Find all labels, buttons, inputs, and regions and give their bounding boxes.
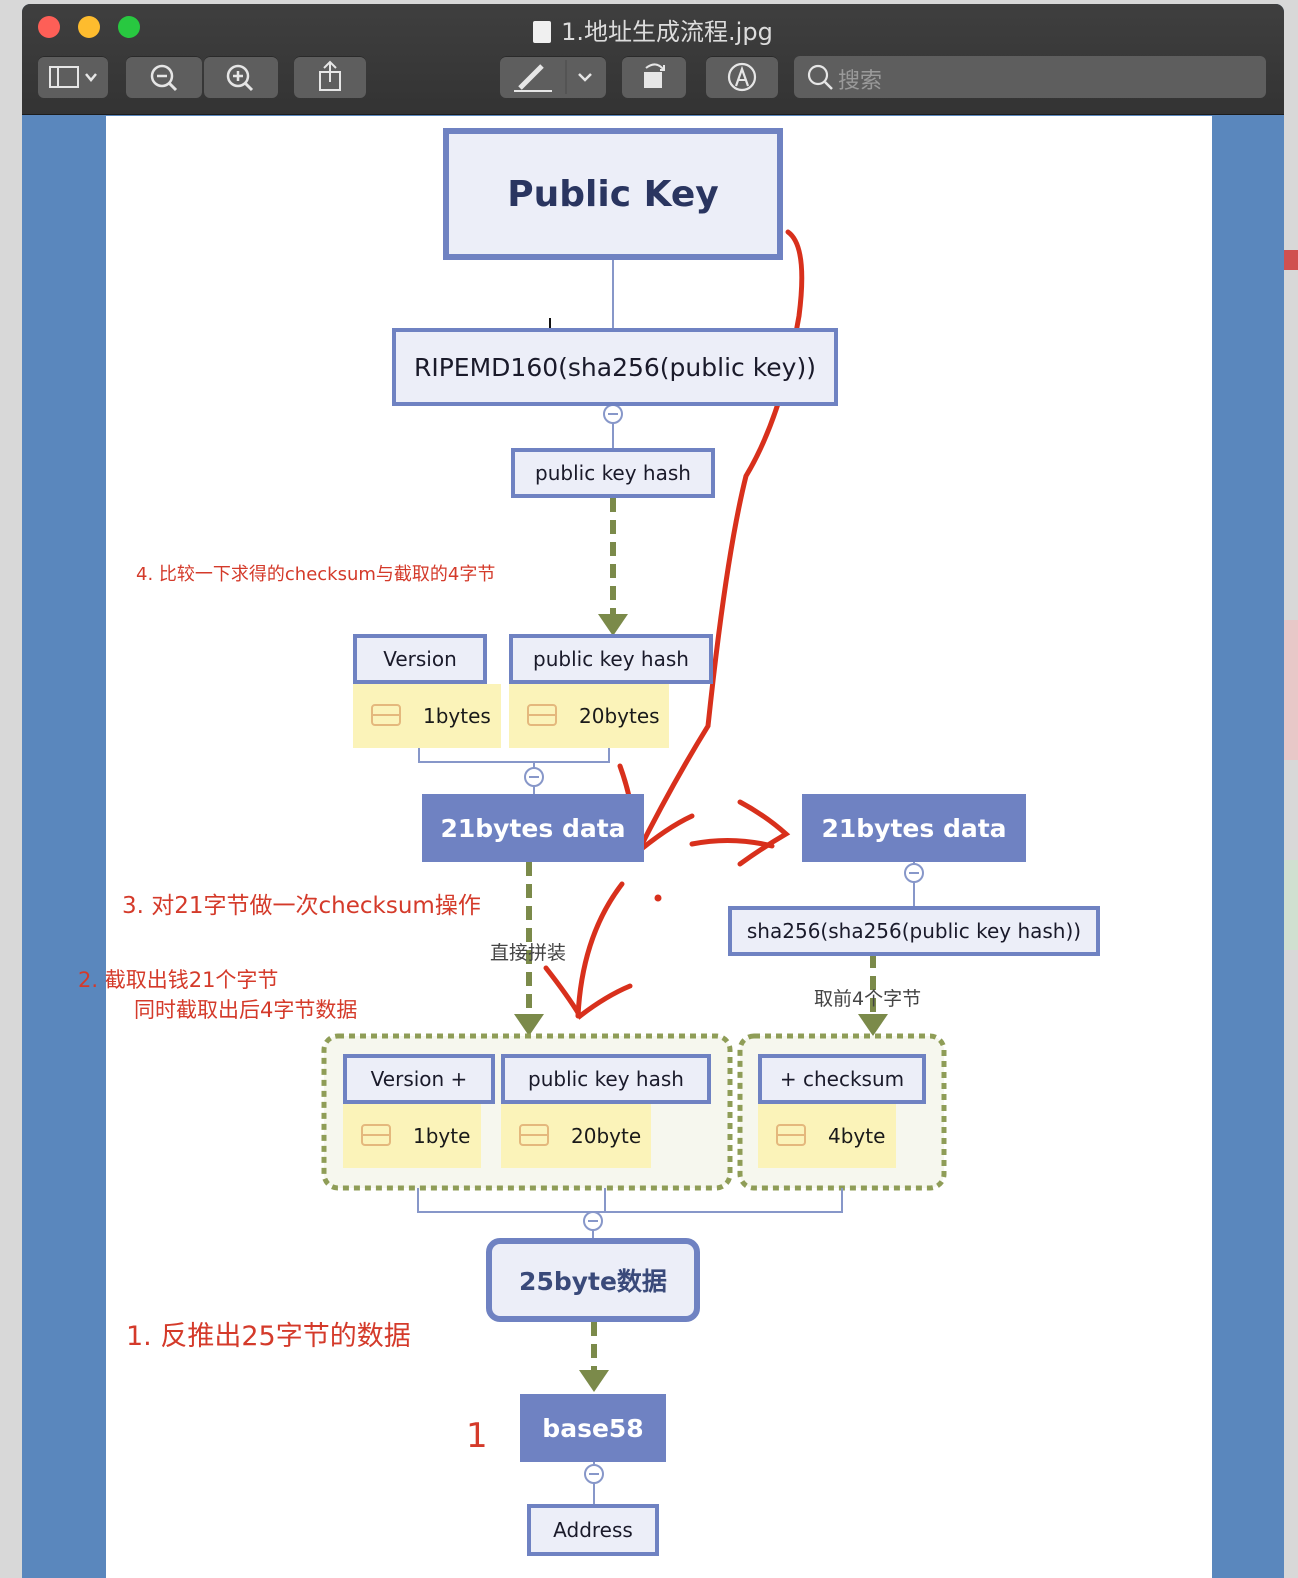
arrow-head <box>514 1014 544 1036</box>
connector-bracket <box>418 748 610 763</box>
zoom-button[interactable] <box>118 16 140 38</box>
sha256-node: sha256(sha256(public key hash)) <box>728 906 1100 956</box>
byte1-cell: 1byte <box>343 1104 481 1168</box>
markup-icon <box>727 62 757 92</box>
version-bytes-cell: 1bytes <box>353 684 501 748</box>
desktop-edge-marker <box>1284 860 1298 950</box>
rotate-icon <box>644 63 665 88</box>
markup-pen-icon <box>514 60 592 94</box>
markup-toolbar-button[interactable] <box>706 56 778 98</box>
close-button[interactable] <box>38 16 60 38</box>
byte4-text: 4byte <box>828 1124 886 1148</box>
pkh-bytes-text: 20bytes <box>579 704 660 728</box>
title-bar: 1.地址生成流程.jpg 搜索 <box>22 4 1284 115</box>
zoom-in-button[interactable] <box>204 56 278 98</box>
field-icon <box>371 704 401 726</box>
base58-node: base58 <box>520 1394 666 1462</box>
share-icon <box>319 60 341 91</box>
zoom-out-button[interactable] <box>126 56 202 98</box>
version-plus-header: Version + <box>343 1054 495 1104</box>
checksum-header: + checksum <box>758 1054 926 1104</box>
public-key-node: Public Key <box>443 128 783 260</box>
arrow-head <box>858 1014 888 1036</box>
window-title-text: 1.地址生成流程.jpg <box>561 18 773 46</box>
preview-window: 1.地址生成流程.jpg 搜索 <box>22 4 1284 1578</box>
ripemd-node: RIPEMD160(sha256(public key)) <box>392 328 838 406</box>
byte20-text: 20byte <box>571 1124 642 1148</box>
window-title: 1.地址生成流程.jpg <box>22 12 1284 47</box>
first4-label: 取前4个字节 <box>814 988 922 1010</box>
annotation-step2-line1: 2. 截取出钱21个字节 <box>78 968 279 992</box>
field-icon <box>519 1124 549 1146</box>
pkh-header-2: public key hash <box>501 1054 711 1104</box>
rotate-button[interactable] <box>622 56 686 98</box>
annotation-step4: 4. 比较一下求得的checksum与截取的4字节 <box>136 564 496 585</box>
desktop-edge-marker <box>1284 620 1298 760</box>
sidebar-icon <box>49 66 97 88</box>
search-icon <box>807 64 833 90</box>
field-icon <box>527 704 557 726</box>
data21-right-node: 21bytes data <box>802 794 1026 862</box>
document-icon <box>533 21 552 43</box>
sidebar-toggle-button[interactable] <box>38 56 108 98</box>
byte1-text: 1byte <box>413 1124 471 1148</box>
zoom-out-icon <box>150 64 178 92</box>
annotation-number-1: 1 <box>466 1416 488 1456</box>
version-bytes-text: 1bytes <box>423 704 491 728</box>
search-field[interactable]: 搜索 <box>794 56 1266 98</box>
arrow-head <box>579 1370 609 1392</box>
annotation-step3: 3. 对21字节做一次checksum操作 <box>122 893 481 919</box>
arrow-head <box>598 614 628 636</box>
data21-left-node: 21bytes data <box>422 794 644 862</box>
desktop-edge-marker <box>1284 250 1298 270</box>
data25-node: 25byte数据 <box>486 1238 700 1322</box>
public-key-hash-node: public key hash <box>511 448 715 498</box>
red-handwritten-arrows <box>543 229 805 1020</box>
connector-bracket <box>417 1188 843 1213</box>
version-header: Version <box>353 634 487 684</box>
field-icon <box>776 1124 806 1146</box>
minimize-button[interactable] <box>78 16 100 38</box>
search-placeholder: 搜索 <box>838 69 883 94</box>
concat-label: 直接拼装 <box>490 942 567 964</box>
share-button[interactable] <box>294 56 366 98</box>
pkh-bytes-cell: 20bytes <box>509 684 669 748</box>
chevron-down-icon <box>578 73 592 82</box>
annotation-step1: 1. 反推出25字节的数据 <box>126 1321 411 1352</box>
image-page: Public Key RIPEMD160(sha256(public key))… <box>78 116 1212 1578</box>
markup-pen-button[interactable] <box>500 56 606 98</box>
chevron-down-icon <box>85 73 97 82</box>
byte20-cell: 20byte <box>501 1104 651 1168</box>
annotation-step2-line2: 同时截取出后4字节数据 <box>134 998 358 1022</box>
address-node: Address <box>527 1504 659 1556</box>
public-key-hash-header: public key hash <box>509 634 713 684</box>
zoom-in-icon <box>226 64 254 92</box>
byte4-cell: 4byte <box>758 1104 896 1168</box>
field-icon <box>361 1124 391 1146</box>
